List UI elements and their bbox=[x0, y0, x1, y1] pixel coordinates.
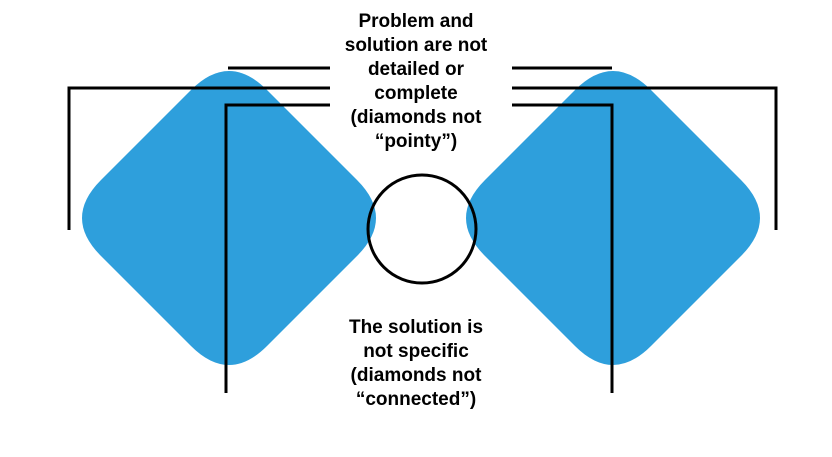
bottom-annotation-line: (diamonds not bbox=[350, 365, 482, 386]
left-inner-bracket-line bbox=[224, 103, 330, 393]
top-annotation-line: “pointy”) bbox=[374, 131, 458, 152]
bottom-annotation-line: “connected”) bbox=[355, 389, 477, 410]
top-annotation-line: Problem and bbox=[358, 11, 474, 32]
bottom-annotation: The solution is not specific (diamonds n… bbox=[316, 316, 516, 412]
top-annotation-line: (diamonds not bbox=[350, 107, 482, 128]
left-outer-bracket-line bbox=[67, 86, 330, 230]
top-annotation-line: detailed or bbox=[367, 59, 465, 80]
gap-highlight-circle bbox=[366, 173, 478, 285]
left-diamond bbox=[82, 71, 376, 365]
right-inner-bracket-line bbox=[512, 103, 614, 393]
top-annotation: Problem and solution are not detailed or… bbox=[316, 10, 516, 154]
top-annotation-line: solution are not bbox=[344, 35, 488, 56]
top-annotation-line: complete bbox=[374, 83, 458, 104]
bottom-annotation-line: not specific bbox=[363, 341, 469, 362]
bottom-annotation-line: The solution is bbox=[348, 317, 484, 338]
right-outer-bracket-line bbox=[512, 86, 778, 230]
